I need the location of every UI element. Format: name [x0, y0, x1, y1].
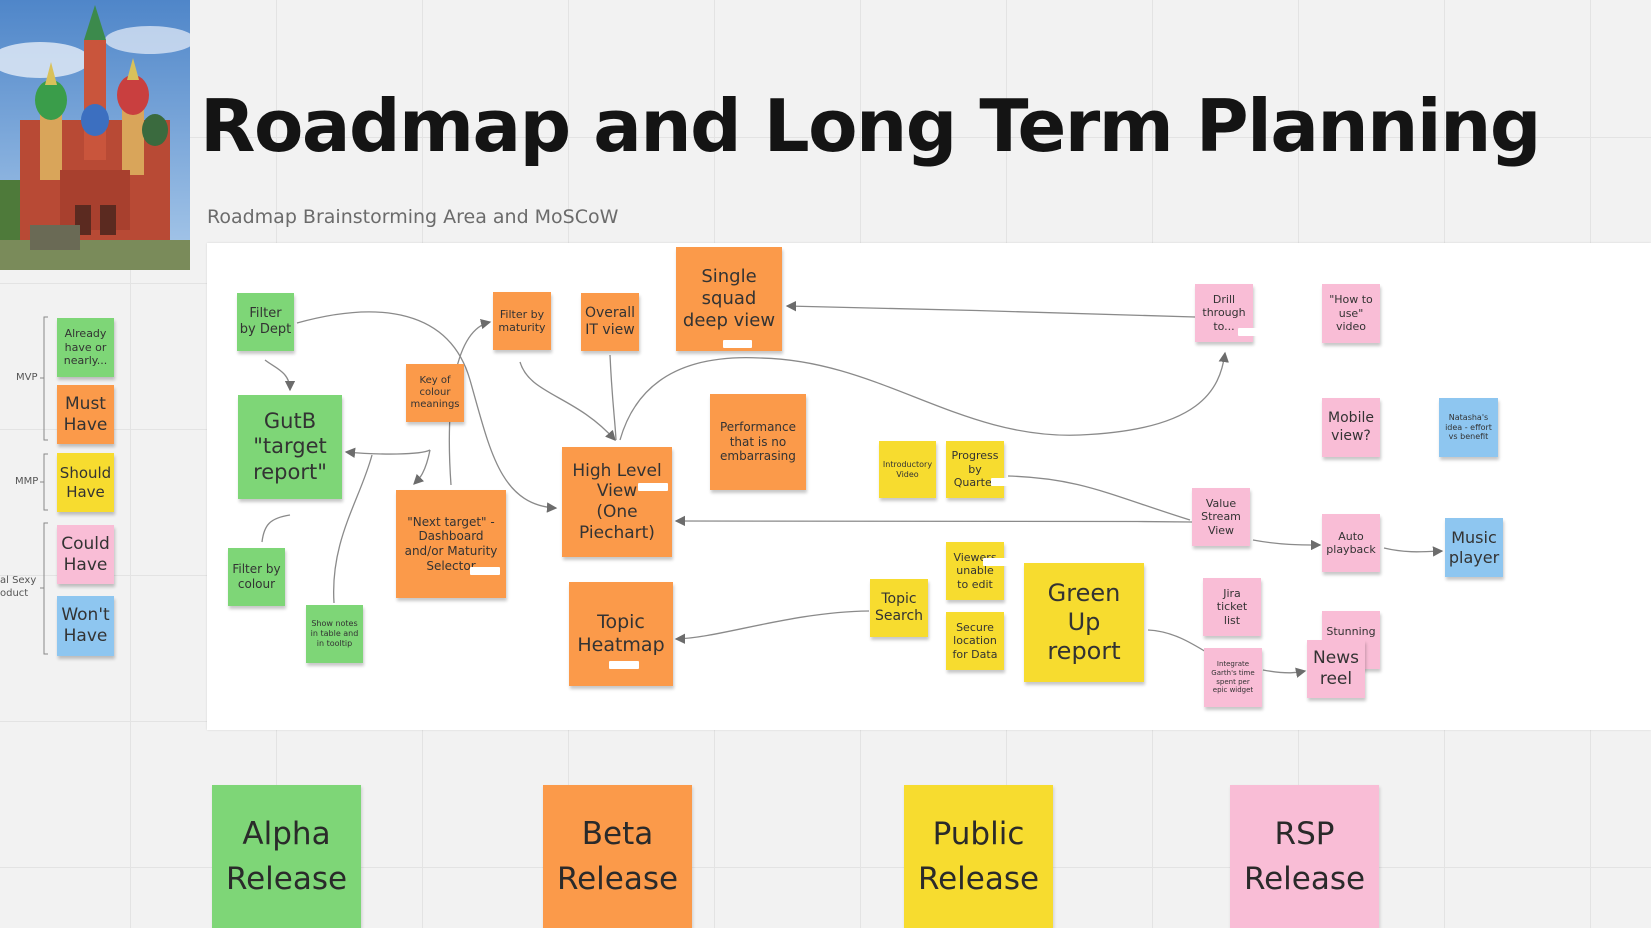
legend-could-have[interactable]: Could Have — [57, 525, 114, 584]
note-performance[interactable]: Performance that is no embarrasing — [710, 394, 806, 490]
note-single-squad-deep-view[interactable]: Single squad deep view — [676, 247, 782, 351]
note-overall-it-view[interactable]: Overall IT view — [581, 293, 639, 351]
note-filter-by-dept[interactable]: Filter by Dept — [237, 293, 294, 351]
note-gutb-target-report[interactable]: GutB "target report" — [238, 395, 342, 499]
mvp-label: MVP — [16, 372, 38, 383]
note-mobile-view[interactable]: Mobile view? — [1322, 398, 1380, 457]
note-jira-ticket-list[interactable]: Jira ticket list — [1203, 578, 1261, 636]
note-secure-location[interactable]: Secure location for Data — [946, 612, 1004, 670]
note-natashas-idea[interactable]: Natasha's idea - effort vs benefit — [1439, 398, 1498, 457]
note-tag — [1238, 328, 1268, 336]
note-how-to-use-video[interactable]: "How to use" video — [1322, 284, 1380, 343]
note-news-reel[interactable]: News reel — [1307, 640, 1365, 698]
mmp-label: MMP — [15, 476, 39, 487]
note-topic-search[interactable]: Topic Search — [870, 579, 928, 637]
note-music-player[interactable]: Music player — [1445, 518, 1503, 577]
release-alpha[interactable]: Alpha Release — [212, 785, 361, 928]
note-topic-heatmap[interactable]: Topic Heatmap — [569, 582, 673, 686]
note-filter-by-maturity[interactable]: Filter by maturity — [493, 292, 551, 350]
legend-must-have[interactable]: Must Have — [57, 385, 114, 444]
note-next-target[interactable]: "Next target" - Dashboard and/or Maturit… — [396, 490, 506, 598]
note-tag — [723, 340, 752, 348]
note-tag — [991, 478, 1021, 486]
note-tag — [609, 661, 639, 669]
page-subtitle: Roadmap Brainstorming Area and MoSCoW — [207, 206, 619, 228]
legend-already-have[interactable]: Already have or nearly... — [57, 318, 114, 377]
note-viewers-unable-to-edit[interactable]: Viewers unable to edit — [946, 542, 1004, 600]
legend-should-have[interactable]: Should Have — [57, 453, 114, 512]
cathedral-photo — [0, 0, 190, 270]
note-key-of-colour[interactable]: Key of colour meanings — [406, 364, 464, 422]
note-auto-playback[interactable]: Auto playback — [1322, 514, 1380, 572]
release-beta[interactable]: Beta Release — [543, 785, 692, 928]
note-high-level-view[interactable]: High Level View (One Piechart) — [562, 447, 672, 557]
page-title: Roadmap and Long Term Planning — [200, 84, 1541, 168]
note-tag — [470, 567, 500, 575]
note-tag — [983, 558, 1013, 566]
note-show-notes[interactable]: Show notes in table and in tooltip — [306, 605, 363, 663]
note-value-stream-view[interactable]: Value Stream View — [1192, 488, 1250, 546]
release-public[interactable]: Public Release — [904, 785, 1053, 928]
msp-label: al Sexy oduct — [0, 575, 37, 599]
note-integrate-garth[interactable]: Integrate Garth's time spent per epic wi… — [1204, 648, 1262, 707]
note-tag — [638, 483, 668, 491]
legend-wont-have[interactable]: Won't Have — [57, 596, 114, 656]
note-filter-by-colour[interactable]: Filter by colour — [228, 548, 285, 606]
note-introductory-video[interactable]: Introductory Video — [879, 441, 936, 498]
note-progress-by-quarter[interactable]: Progress by Quarter — [946, 441, 1004, 498]
note-green-up-report[interactable]: Green Up report — [1024, 563, 1144, 682]
release-rsp[interactable]: RSP Release — [1230, 785, 1379, 928]
